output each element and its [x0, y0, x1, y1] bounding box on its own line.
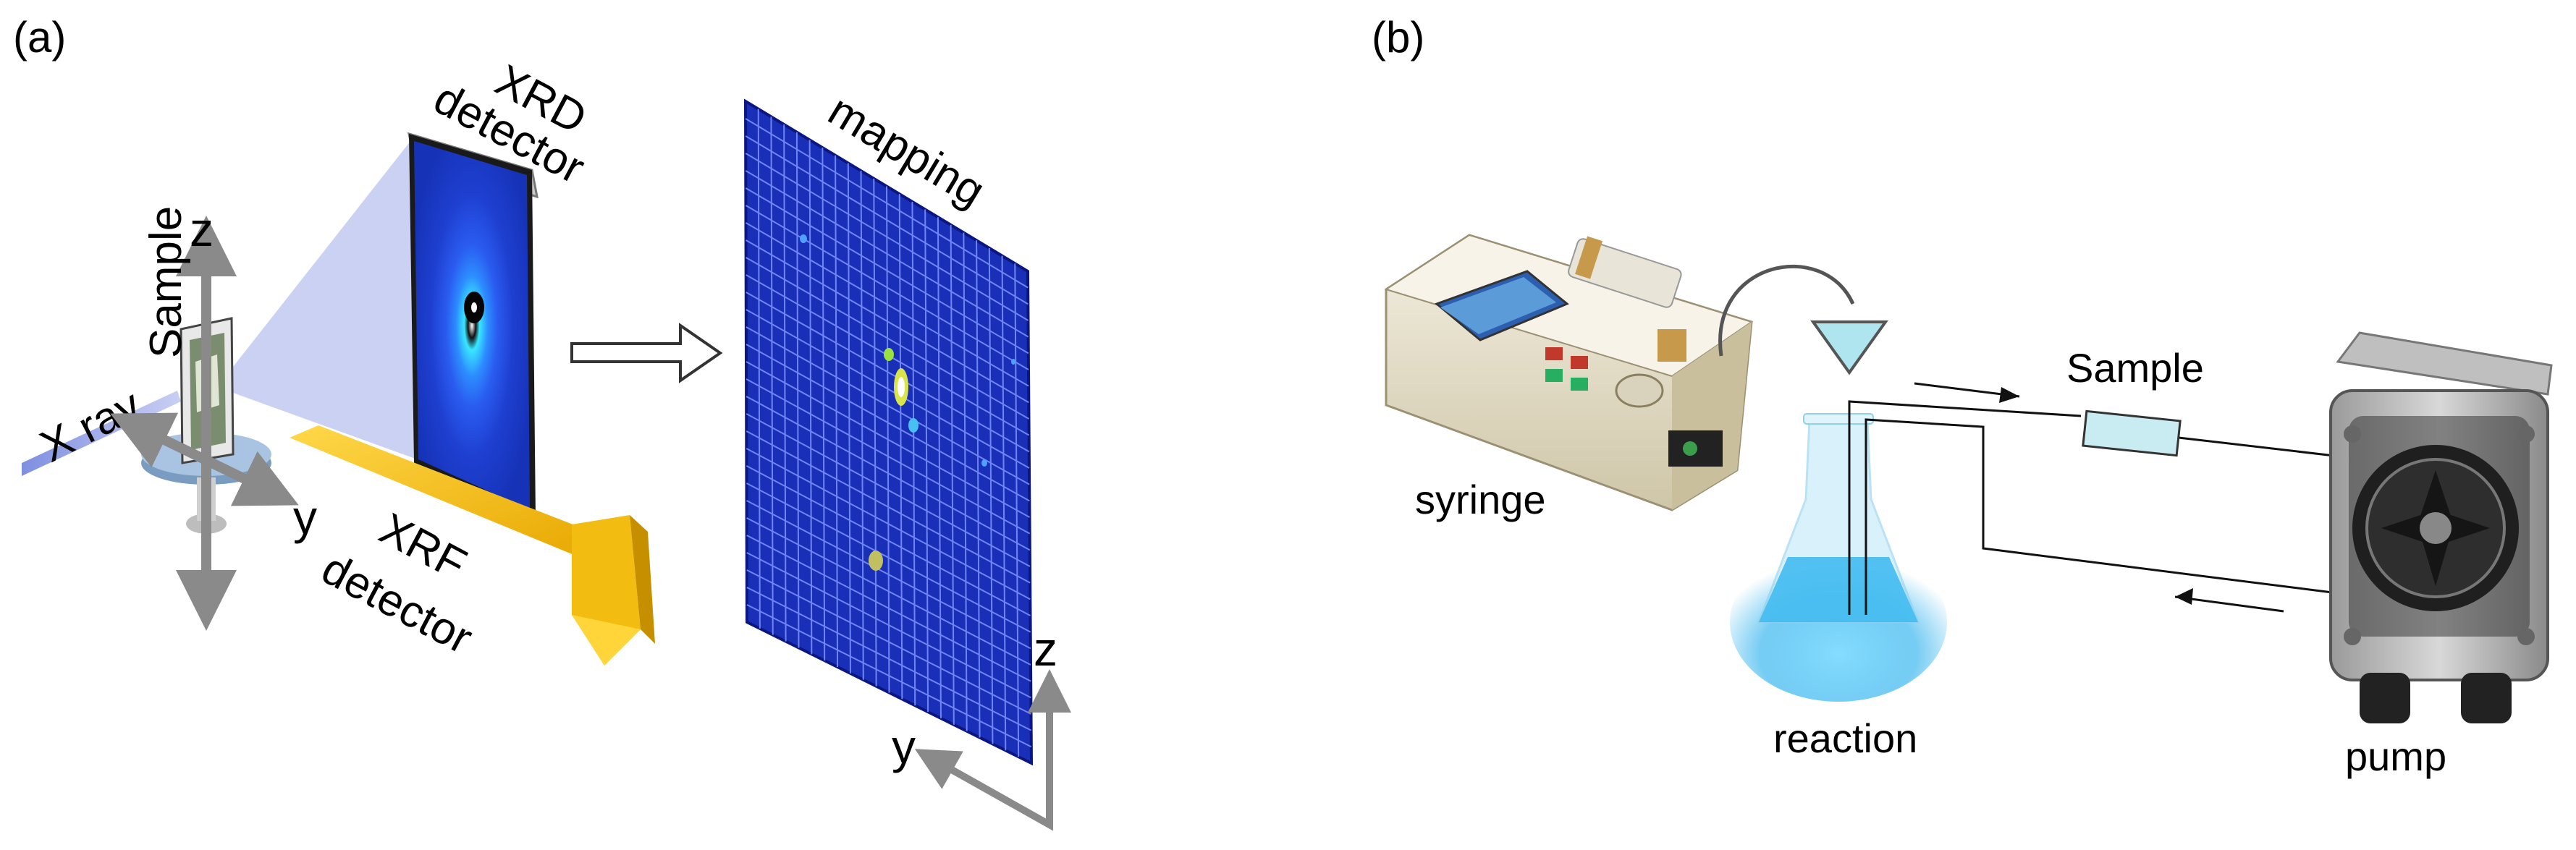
grid-line — [746, 239, 1029, 404]
process-arrow — [570, 323, 723, 383]
grid-line — [746, 430, 1031, 584]
sample-cell — [2082, 409, 2182, 457]
reaction-flask — [1730, 413, 1947, 702]
syringe-pump-device — [1384, 234, 1754, 511]
transfer-curve-arrow — [1718, 264, 1855, 357]
transfer-arrowhead — [1810, 320, 1888, 375]
sample-cell-label: Sample — [2066, 345, 2204, 391]
sample-axis-y-label: y — [293, 490, 317, 544]
grid-line — [746, 413, 1031, 567]
syringe-label: syringe — [1415, 477, 1546, 522]
grid-line — [746, 500, 1031, 650]
grid-line — [746, 378, 1031, 535]
grid-line — [745, 222, 1029, 387]
map-axes — [914, 669, 1071, 831]
grid-line — [745, 187, 1029, 354]
grid-line — [745, 135, 1029, 305]
grid-line — [746, 448, 1031, 600]
diffraction-cone — [217, 134, 427, 463]
grid-line — [746, 326, 1030, 485]
grid-line — [746, 535, 1031, 682]
reaction-label: reaction — [1773, 715, 1917, 761]
panel-b-label: (b) — [1372, 13, 1424, 61]
grid-line — [746, 309, 1030, 469]
map-axis-y-label: y — [892, 720, 916, 773]
grid-line — [746, 396, 1031, 551]
grid-line — [745, 170, 1029, 338]
grid-line — [746, 465, 1031, 616]
grid-line — [746, 257, 1029, 420]
grid-line — [745, 118, 1029, 289]
xrd-detector — [407, 132, 539, 517]
mapping-grid — [743, 98, 1034, 766]
tubing — [1848, 400, 2339, 615]
panel-b: (b) syringe — [1372, 13, 2553, 779]
map-hotspot — [884, 348, 894, 361]
y-axis-arrow — [110, 412, 299, 506]
grid-line — [745, 205, 1029, 370]
xray-label: X ray — [33, 380, 148, 472]
pump-label: pump — [2345, 734, 2446, 779]
grid-line — [746, 292, 1030, 453]
grid-line — [746, 344, 1030, 502]
flow-arrow-return — [2174, 595, 2284, 613]
xrf-detector — [290, 425, 655, 666]
grid-line — [745, 153, 1029, 321]
map-axis-z-label: z — [1034, 622, 1057, 676]
map-hotspot — [869, 551, 883, 571]
panel-a-label: (a) — [13, 13, 66, 61]
grid-line — [746, 361, 1030, 518]
panel-a: (a) X ray z y Sample — [13, 13, 1071, 831]
peristaltic-pump — [2329, 331, 2553, 723]
sample-label: Sample — [141, 206, 191, 358]
grid-line — [746, 517, 1031, 666]
map-hotspot — [908, 418, 919, 433]
xray-beam — [22, 391, 181, 476]
sample-axis-z-label: z — [190, 203, 214, 256]
grid-line — [746, 483, 1031, 633]
